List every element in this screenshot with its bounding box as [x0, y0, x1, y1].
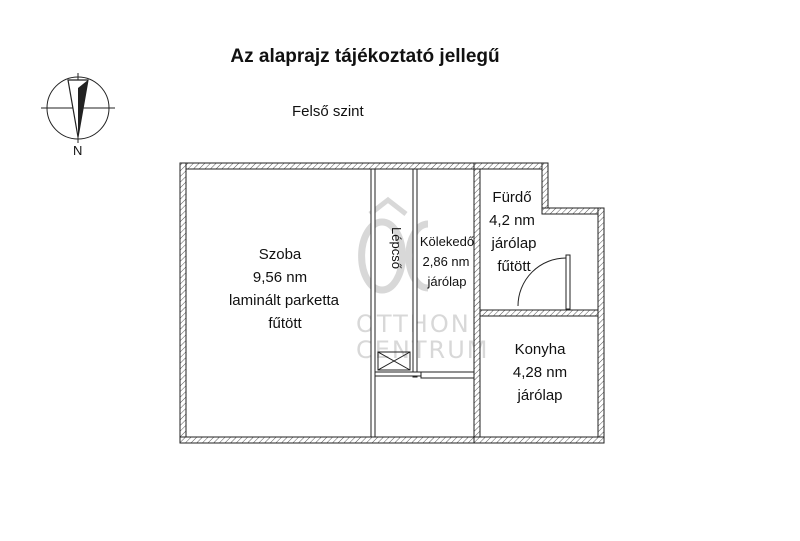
furdo-area: 4,2 nm	[489, 212, 535, 229]
room-szoba: Szoba 9,56 nm laminált parketta fűtött	[229, 246, 340, 332]
level-label: Felső szint	[292, 103, 364, 120]
watermark-logo-icon	[358, 196, 429, 294]
szoba-area: 9,56 nm	[253, 269, 307, 286]
szoba-floor: laminált parketta	[229, 292, 340, 309]
room-konyha: Konyha 4,28 nm járólap	[513, 341, 567, 404]
watermark: OTTHON CENTRUM	[356, 196, 489, 364]
watermark-line-2: CENTRUM	[356, 336, 489, 364]
lepcso-name: Lépcső	[389, 227, 404, 269]
interior-walls	[370, 168, 599, 438]
furdo-name: Fürdő	[492, 189, 531, 206]
compass-north-label: N	[73, 143, 82, 158]
furdo-heating: fűtött	[497, 258, 531, 275]
plan-title: Az alaprajz tájékoztató jellegű	[230, 46, 500, 67]
konyha-name: Konyha	[515, 341, 567, 358]
stair-symbol	[377, 351, 411, 371]
konyha-area: 4,28 nm	[513, 364, 567, 381]
konyha-floor: járólap	[516, 387, 562, 404]
furdo-floor: járólap	[490, 235, 536, 252]
exterior-walls	[179, 162, 605, 444]
szoba-name: Szoba	[259, 246, 302, 263]
room-furdo: Fürdő 4,2 nm járólap fűtött	[489, 189, 536, 275]
kozlekedo-area: 2,86 nm	[423, 254, 470, 269]
compass-icon: N	[41, 73, 115, 158]
room-kozlekedo: Kölekedő 2,86 nm járólap	[420, 234, 474, 289]
szoba-heating: fűtött	[268, 315, 302, 332]
bathroom-door	[517, 254, 571, 310]
room-lepcso: Lépcső	[389, 227, 404, 269]
kozlekedo-name: Kölekedő	[420, 234, 474, 249]
kozlekedo-floor: járólap	[426, 274, 466, 289]
